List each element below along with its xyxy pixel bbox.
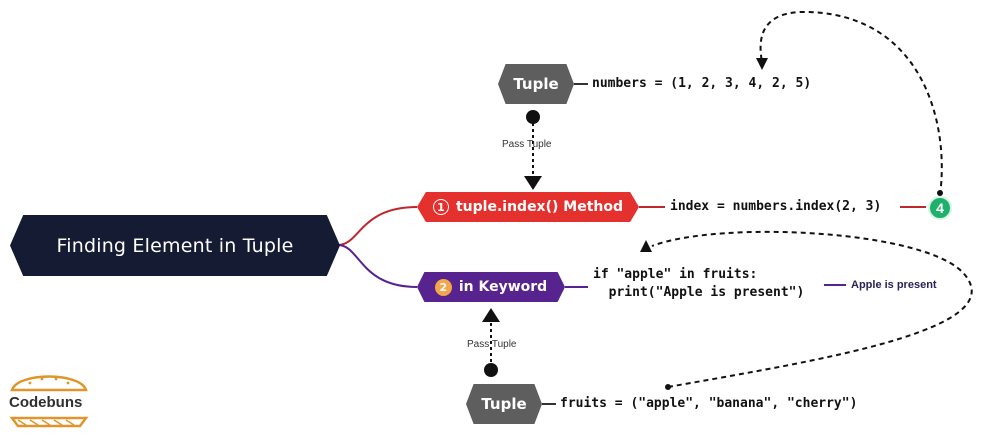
code-if-line: if "apple" in fruits: [593, 267, 758, 282]
pass-dot-bottom [484, 363, 498, 377]
method-number: 1 [432, 199, 449, 215]
connector-root-method [337, 206, 418, 246]
code-numbers-def: numbers = (1, 2, 3, 4, 2, 5) [592, 76, 812, 91]
code-index-call: index = numbers.index(2, 3) [670, 199, 882, 214]
tuple-node-numbers: Tuple [498, 64, 574, 104]
code-fruits-def: fruits = ("apple", "banana", "cherry") [560, 396, 858, 411]
tuple-node-fruits: Tuple [466, 384, 542, 424]
loop-arrow-bottom [651, 230, 973, 388]
loop-arrow-top [759, 10, 943, 196]
connector-root-keyword [337, 244, 418, 288]
pass-arrow-bottom [482, 308, 500, 322]
pass-tuple-label-bottom: Pass Tuple [467, 339, 517, 350]
root-node: Finding Element in Tuple [10, 215, 340, 276]
pass-tuple-label-top: Pass Tuple [502, 139, 552, 150]
keyword-label: in Keyword [458, 279, 548, 295]
tuple-label-bottom: Tuple [481, 395, 527, 413]
step-badge: 4 [928, 196, 952, 220]
result-text: Apple is present [851, 279, 937, 291]
root-label: Finding Element in Tuple [56, 234, 294, 257]
method-label: tuple.index() Method [455, 199, 623, 215]
keyword-node: 2 in Keyword [417, 272, 565, 302]
brand-name: Codebuns [9, 394, 83, 411]
keyword-number: 2 [434, 278, 452, 296]
codebuns-logo-icon [9, 375, 89, 428]
method-node: 1 tuple.index() Method [417, 192, 639, 222]
tuple-label: Tuple [513, 75, 559, 93]
pass-arrow-top [524, 176, 542, 190]
code-print-line: print("Apple is present") [593, 285, 805, 300]
